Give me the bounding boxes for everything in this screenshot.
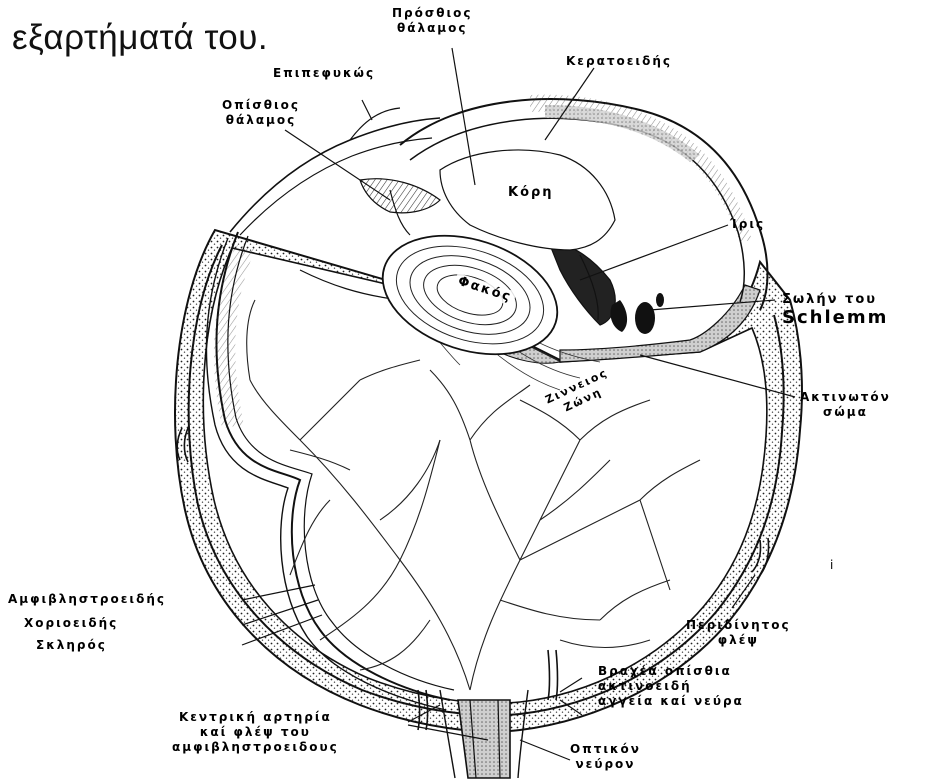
label-central-artery: Κεντρική αρτηρία καί φλέψ του αμφιβληστρ… <box>172 710 339 755</box>
label-posterior-ciliary: Βραχέα οπίσθια ακτινοειδή αγγεία καί νεύ… <box>598 664 744 709</box>
label-optic-line1: Οπτικόν <box>570 742 641 757</box>
label-posterior-chamber-line2: θάλαμος <box>222 113 300 128</box>
label-anterior-chamber: Πρόσθιος θάλαμος <box>392 6 473 36</box>
label-ciliary-body: Ακτινωτόν σώμα <box>800 390 891 420</box>
label-schlemm-line2: Schlemm <box>782 307 888 329</box>
label-schlemm-line1: Σωλήν του <box>782 292 888 307</box>
label-central-line1: Κεντρική αρτηρία <box>172 710 339 725</box>
label-optic-nerve: Οπτικόν νεύρον <box>570 742 641 772</box>
label-post-ciliary-line3: αγγεία καί νεύρα <box>598 694 744 709</box>
label-ciliary-line2: σώμα <box>800 405 891 420</box>
label-posterior-chamber-line1: Οπίσθιος <box>222 98 300 113</box>
label-conjunctiva: Επιπεφυκώς <box>273 66 375 81</box>
label-vortex-line1: Περιδίνητος <box>686 618 791 633</box>
anterior-chamber <box>440 150 615 250</box>
label-vortex-line2: φλέψ <box>686 633 791 648</box>
label-anterior-chamber-line1: Πρόσθιος <box>392 6 473 21</box>
label-vortex-vein: Περιδίνητος φλέψ <box>686 618 791 648</box>
label-central-line2: καί φλέψ του <box>172 725 339 740</box>
label-iris: Ίρις <box>730 217 765 232</box>
schlemm-canal <box>635 293 664 334</box>
label-ciliary-line1: Ακτινωτόν <box>800 390 891 405</box>
label-posterior-chamber: Οπίσθιος θάλαμος <box>222 98 300 128</box>
label-anterior-chamber-line2: θάλαμος <box>392 21 473 36</box>
label-cornea: Κερατοειδής <box>566 54 672 69</box>
label-schlemm-canal: Σωλήν του Schlemm <box>782 292 888 329</box>
label-choroid: Χοριοειδής <box>24 616 118 631</box>
stray-mark: i <box>830 558 835 573</box>
label-retina: Αμφιβληστροειδής <box>8 592 166 607</box>
label-post-ciliary-line1: Βραχέα οπίσθια <box>598 664 744 679</box>
label-optic-line2: νεύρον <box>570 757 641 772</box>
label-post-ciliary-line2: ακτινοειδή <box>598 679 744 694</box>
label-central-line3: αμφιβληστροειδους <box>172 740 339 755</box>
label-sclera: Σκληρός <box>36 638 107 653</box>
label-pupil: Κόρη <box>505 185 557 200</box>
